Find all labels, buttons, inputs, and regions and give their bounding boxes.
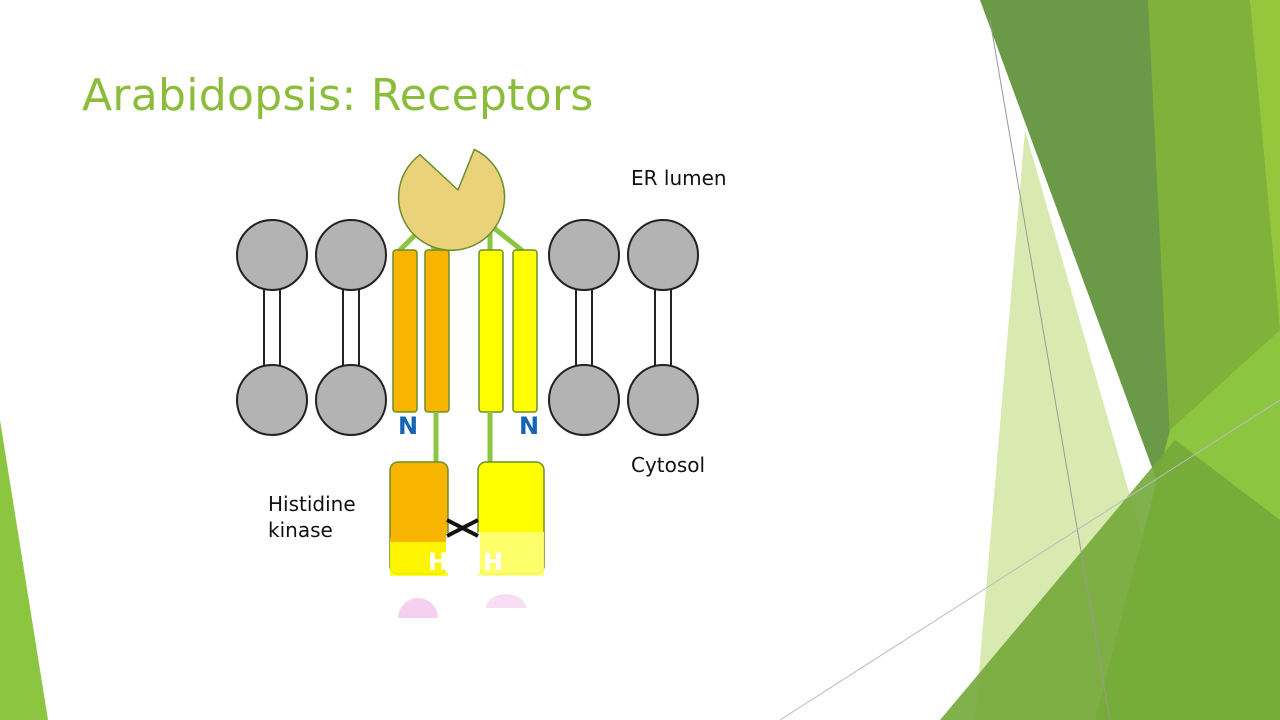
phospholipid (315, 219, 387, 436)
n-terminus-left-label: N (398, 412, 419, 440)
n-terminus-right-label: N (519, 412, 540, 440)
response-regulator-right (486, 594, 526, 608)
receptor-helix-right-1 (478, 249, 504, 413)
receptor-helix-left-1 (392, 249, 418, 413)
er-lumen-label: ER lumen (631, 166, 727, 190)
histidine-kinase-label-line1: Histidine (268, 492, 356, 516)
cytosol-label: Cytosol (631, 453, 706, 477)
lipid-bilayer (236, 219, 699, 436)
decor-left-stripe (0, 420, 48, 720)
receptor-helix-left-2 (424, 249, 450, 413)
histidine-right-label: H (483, 548, 504, 576)
decor-thin-line-2 (779, 399, 1280, 720)
ethylene-ligand (397, 148, 506, 252)
decor-bright-facet (1250, 0, 1280, 330)
histidine-kinase-label: Histidine kinase (268, 491, 356, 543)
decor-lower-facet (940, 440, 1280, 720)
kinase-domain-left-lower (390, 540, 448, 576)
phospholipid (548, 219, 620, 436)
phosphotransfer-cross-icon (446, 518, 479, 538)
kinase-domain-right-lower (478, 532, 544, 576)
decor-dark-facet (980, 0, 1205, 530)
histidine-kinase-domains (389, 461, 545, 576)
histidine-left-label: H (428, 548, 449, 576)
phospholipid (236, 219, 308, 436)
histidine-kinase-label-line2: kinase (268, 518, 333, 542)
receptor-helix-right-2 (512, 249, 538, 413)
cytosol-linkers (433, 412, 493, 465)
slide-title: Arabidopsis: Receptors (82, 70, 594, 121)
decor-thin-line-1 (989, 19, 1111, 720)
response-regulator-left (398, 598, 438, 618)
phosphotransfer-gap (446, 533, 480, 573)
phospholipid (627, 219, 699, 436)
